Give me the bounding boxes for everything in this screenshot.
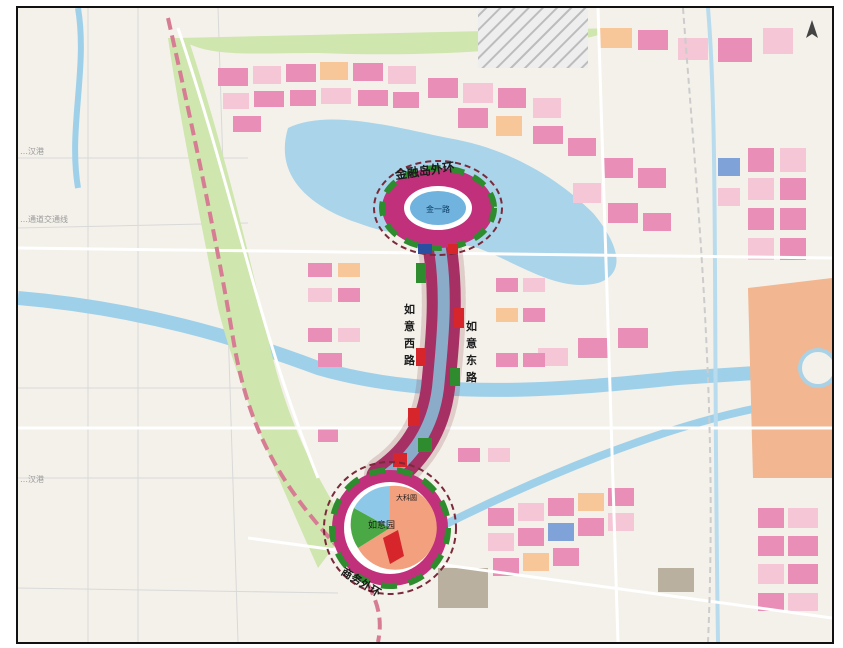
road-label-left-3: …汉港 <box>20 474 44 484</box>
corridor-spine-core <box>377 232 450 484</box>
east-district-blocks <box>538 28 806 366</box>
south-ring-district[interactable] <box>323 461 457 595</box>
urban-plan-map[interactable]: 金融岛外环 金一路 如 意 西 路 如 意 东 路 如意园 大科圆 商务外环 …… <box>18 8 832 642</box>
hatched-reserve <box>478 8 588 68</box>
label-east-road-1: 如 <box>466 319 477 333</box>
river-system <box>18 8 832 642</box>
map-frame: 金融岛外环 金一路 如 意 西 路 如 意 东 路 如意园 大科圆 商务外环 …… <box>16 6 834 644</box>
north-ring-district[interactable] <box>373 160 503 256</box>
label-north-core: 金一路 <box>426 204 450 214</box>
rail-line <box>682 8 712 642</box>
label-west-road-2: 意 <box>404 319 415 333</box>
corridor-accent-blocks <box>393 263 464 467</box>
north-arrow-icon <box>806 20 818 38</box>
east-roundabout <box>798 348 832 388</box>
label-east-road-4: 路 <box>466 370 478 384</box>
road-label-left-2: …通道交通线 <box>20 214 68 224</box>
west-road-grid <box>18 8 339 642</box>
corridor-side-blocks <box>308 263 545 462</box>
label-east-road-3: 东 <box>466 353 477 367</box>
label-west-road-1: 如 <box>404 302 415 316</box>
label-south-core: 如意园 <box>368 519 395 531</box>
road-label-left-1: …汉港 <box>20 146 44 156</box>
label-west-road-4: 路 <box>404 353 416 367</box>
label-south-core-2: 大科圆 <box>396 493 417 502</box>
southeast-district-blocks <box>438 488 818 611</box>
label-west-road-3: 西 <box>404 337 415 350</box>
north-district-blocks <box>218 62 596 156</box>
corridor-outline <box>361 216 466 500</box>
label-east-road-2: 意 <box>466 336 477 350</box>
planning-boundary <box>166 17 382 642</box>
